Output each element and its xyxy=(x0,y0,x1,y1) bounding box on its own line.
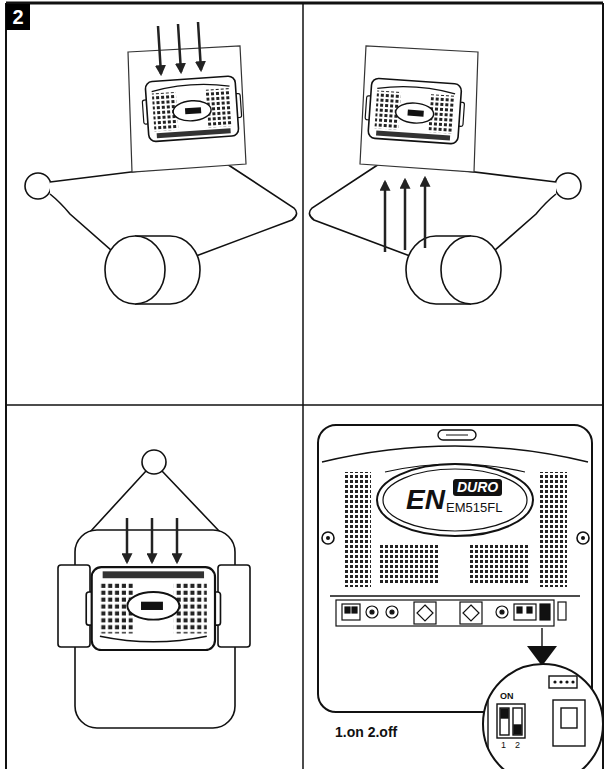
controller-front-view-part-part xyxy=(463,605,479,621)
controller-front-view-part xyxy=(322,532,334,544)
cart-top-view-part xyxy=(142,450,166,474)
cart-top-view-part xyxy=(58,565,90,647)
cart-mirrored-view-part xyxy=(364,78,466,145)
magnified-switch-view-part-part xyxy=(559,680,562,683)
cart-top-view-part xyxy=(86,567,220,650)
brand-logo: EN xyxy=(406,485,445,516)
controller-front-view-part xyxy=(541,628,542,648)
controller-front-view-part-part xyxy=(352,607,357,613)
controller-front-view-part-part xyxy=(500,610,504,614)
cart-side-view-part xyxy=(158,22,201,74)
controller-front-view-part-part xyxy=(496,606,508,618)
controller-front-view-part xyxy=(330,595,580,596)
magnified-switch-view-part-part xyxy=(565,680,568,683)
cart-mirrored-view-part-part xyxy=(384,182,387,252)
magnified-switch-view-part xyxy=(488,676,585,760)
controller-front-view-part-part xyxy=(386,606,398,618)
cart-side-view xyxy=(25,22,297,304)
cart-mirrored-view-part-part xyxy=(404,180,407,250)
controller-front-view-part xyxy=(539,472,567,587)
frame-lines-part xyxy=(6,2,603,5)
controller-front-view-part-part xyxy=(527,607,532,613)
cart-top-view-part-part xyxy=(126,518,129,562)
cart-top-view-part-part xyxy=(176,518,179,562)
step-number: 2 xyxy=(6,4,30,30)
controller-front-view-part xyxy=(342,602,566,624)
cart-side-view-part-part xyxy=(198,22,201,70)
magnified-switch-view-part-part xyxy=(500,708,509,735)
controller-front-view-part-part xyxy=(366,606,378,618)
magnified-switch-view-part-part xyxy=(553,700,585,746)
controller-front-view-part-part xyxy=(460,602,482,624)
cart-top-view-part xyxy=(218,565,250,647)
cart-mirrored-view-part xyxy=(309,46,581,304)
cart-mirrored-view-part xyxy=(385,178,425,252)
magnified-switch-view-part-part xyxy=(549,676,577,688)
cart-mirrored-view-part-part xyxy=(424,178,427,248)
switch-number: 1 xyxy=(501,741,506,751)
cart-mirrored-view xyxy=(309,46,581,304)
controller-front-view-part-part xyxy=(342,604,360,620)
controller-front-view-part-part xyxy=(558,602,566,620)
controller-front-view-part-part xyxy=(517,607,522,613)
magnified-switch-view-part-part xyxy=(571,680,574,683)
controller-front-view-part-part xyxy=(540,604,550,620)
switch-label: ON xyxy=(500,692,514,702)
controller-front-view-part xyxy=(383,469,527,531)
magnified-switch-view-part-part xyxy=(487,700,488,760)
cart-side-view-part xyxy=(141,75,243,142)
cart-side-view-part-part xyxy=(178,24,181,72)
brand-logo: DURO xyxy=(453,479,502,496)
controller-front-view-part xyxy=(446,435,468,436)
controller-front-view-part xyxy=(336,600,554,626)
cart-side-view-part xyxy=(25,46,297,304)
cart-top-view-part xyxy=(90,471,220,532)
controller-front-view-part xyxy=(377,464,533,536)
controller-front-view-part xyxy=(380,545,440,585)
step-number-text: 2 xyxy=(12,6,24,28)
controller-front-view-part-part xyxy=(390,610,394,614)
controller-front-view-part xyxy=(322,446,588,462)
controller-front-view-part-part xyxy=(345,607,350,613)
controller-front-view-part xyxy=(470,545,530,585)
frame-lines-part xyxy=(6,404,603,406)
cart-top-view xyxy=(58,450,250,728)
magnified-switch-view-part xyxy=(483,664,603,769)
controller-front-view-part xyxy=(343,472,371,587)
switch-number: 2 xyxy=(515,741,520,751)
magnified-switch-view-part-part xyxy=(497,704,525,738)
magnified-switch-view-part-part xyxy=(561,708,577,728)
frame-lines-part xyxy=(5,3,7,769)
controller-front-view-part xyxy=(577,532,589,544)
magnified-switch-view-part-part xyxy=(514,725,521,734)
model-number: EM515FL xyxy=(446,501,502,515)
switch-setting-note: 1.on 2.off xyxy=(335,725,397,740)
controller-front-view-part-part xyxy=(417,605,433,621)
frame-lines-part xyxy=(302,3,304,769)
frame-lines-part xyxy=(602,3,604,769)
magnified-switch-view-part-part xyxy=(501,709,508,718)
magnified-switch-view-part-part xyxy=(513,708,522,735)
frame-lines xyxy=(6,3,603,769)
controller-front-view-part xyxy=(581,536,585,540)
cart-side-view-part-part xyxy=(158,26,161,74)
controller-front-view-part-part xyxy=(370,610,374,614)
cart-top-view-part xyxy=(127,518,177,562)
cart-top-view-part xyxy=(75,530,235,728)
magnified-switch-view-part-part xyxy=(553,680,556,683)
controller-front-view-part xyxy=(527,646,557,666)
controller-front-view-part-part xyxy=(414,602,436,624)
controller-front-view-part xyxy=(438,430,476,440)
controller-front-view-part xyxy=(326,536,330,540)
controller-front-view-part-part xyxy=(514,604,536,620)
cart-top-view-part-part xyxy=(151,518,154,562)
magnified-switch-view xyxy=(483,664,603,769)
